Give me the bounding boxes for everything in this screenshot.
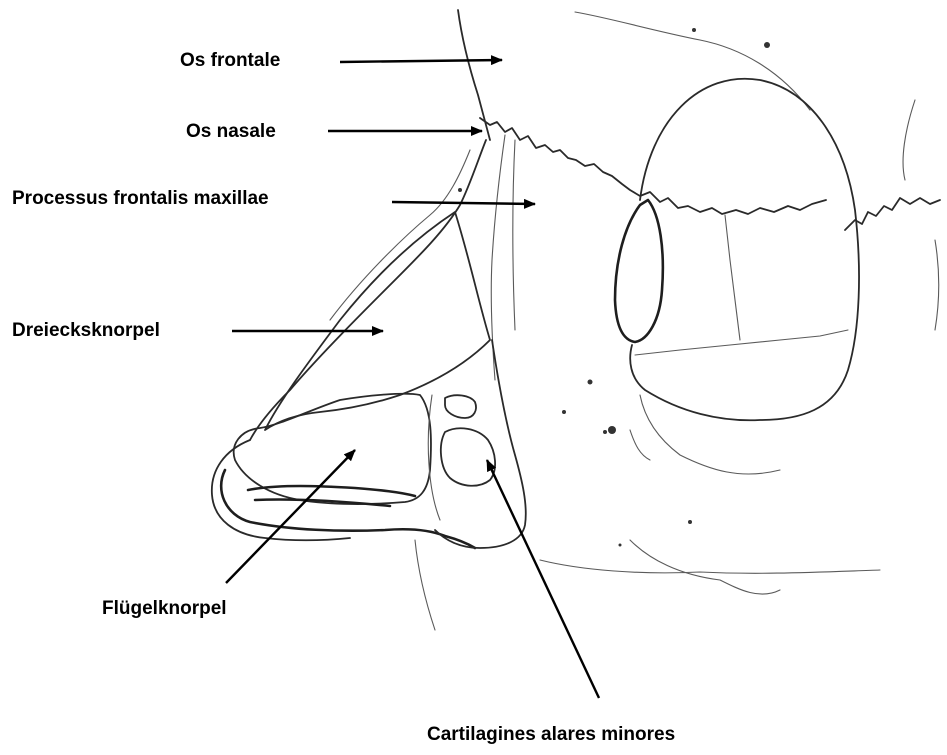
lesser-alar-upper <box>445 395 476 418</box>
maxilla-process <box>491 135 515 380</box>
label-os-frontale: Os frontale <box>180 50 280 72</box>
label-cartilagines: Cartilagines alares minores <box>427 724 675 746</box>
sketch-speckles <box>458 28 770 547</box>
label-os-nasale: Os nasale <box>186 121 276 143</box>
frontonasal-suture <box>480 118 826 214</box>
label-processus-frontalis: Processus frontalis maxillae <box>12 188 269 210</box>
forehead-edge <box>575 12 810 110</box>
arrow-fluegelknorpel <box>226 450 355 583</box>
frontal-bone-outline <box>458 10 490 140</box>
zygomatic-suture <box>845 198 940 230</box>
cheek-edge <box>903 100 939 330</box>
lesser-alar-lower <box>441 428 495 485</box>
label-fluegelknorpel: Flügelknorpel <box>102 598 227 620</box>
orbit-rim <box>630 79 859 421</box>
orbit-inner-lines <box>635 215 848 355</box>
triangular-cartilage <box>265 212 490 430</box>
lacrimal-fossa <box>615 200 663 342</box>
nostril <box>221 470 475 548</box>
arrow-cartilagines <box>487 460 599 698</box>
arrow-os-frontale <box>340 60 502 62</box>
nasal-bone-inner <box>330 150 470 320</box>
label-dreiecksknorpel: Dreiecksknorpel <box>12 320 160 342</box>
maxilla-lower <box>415 540 880 630</box>
cheek-lines <box>630 395 780 474</box>
